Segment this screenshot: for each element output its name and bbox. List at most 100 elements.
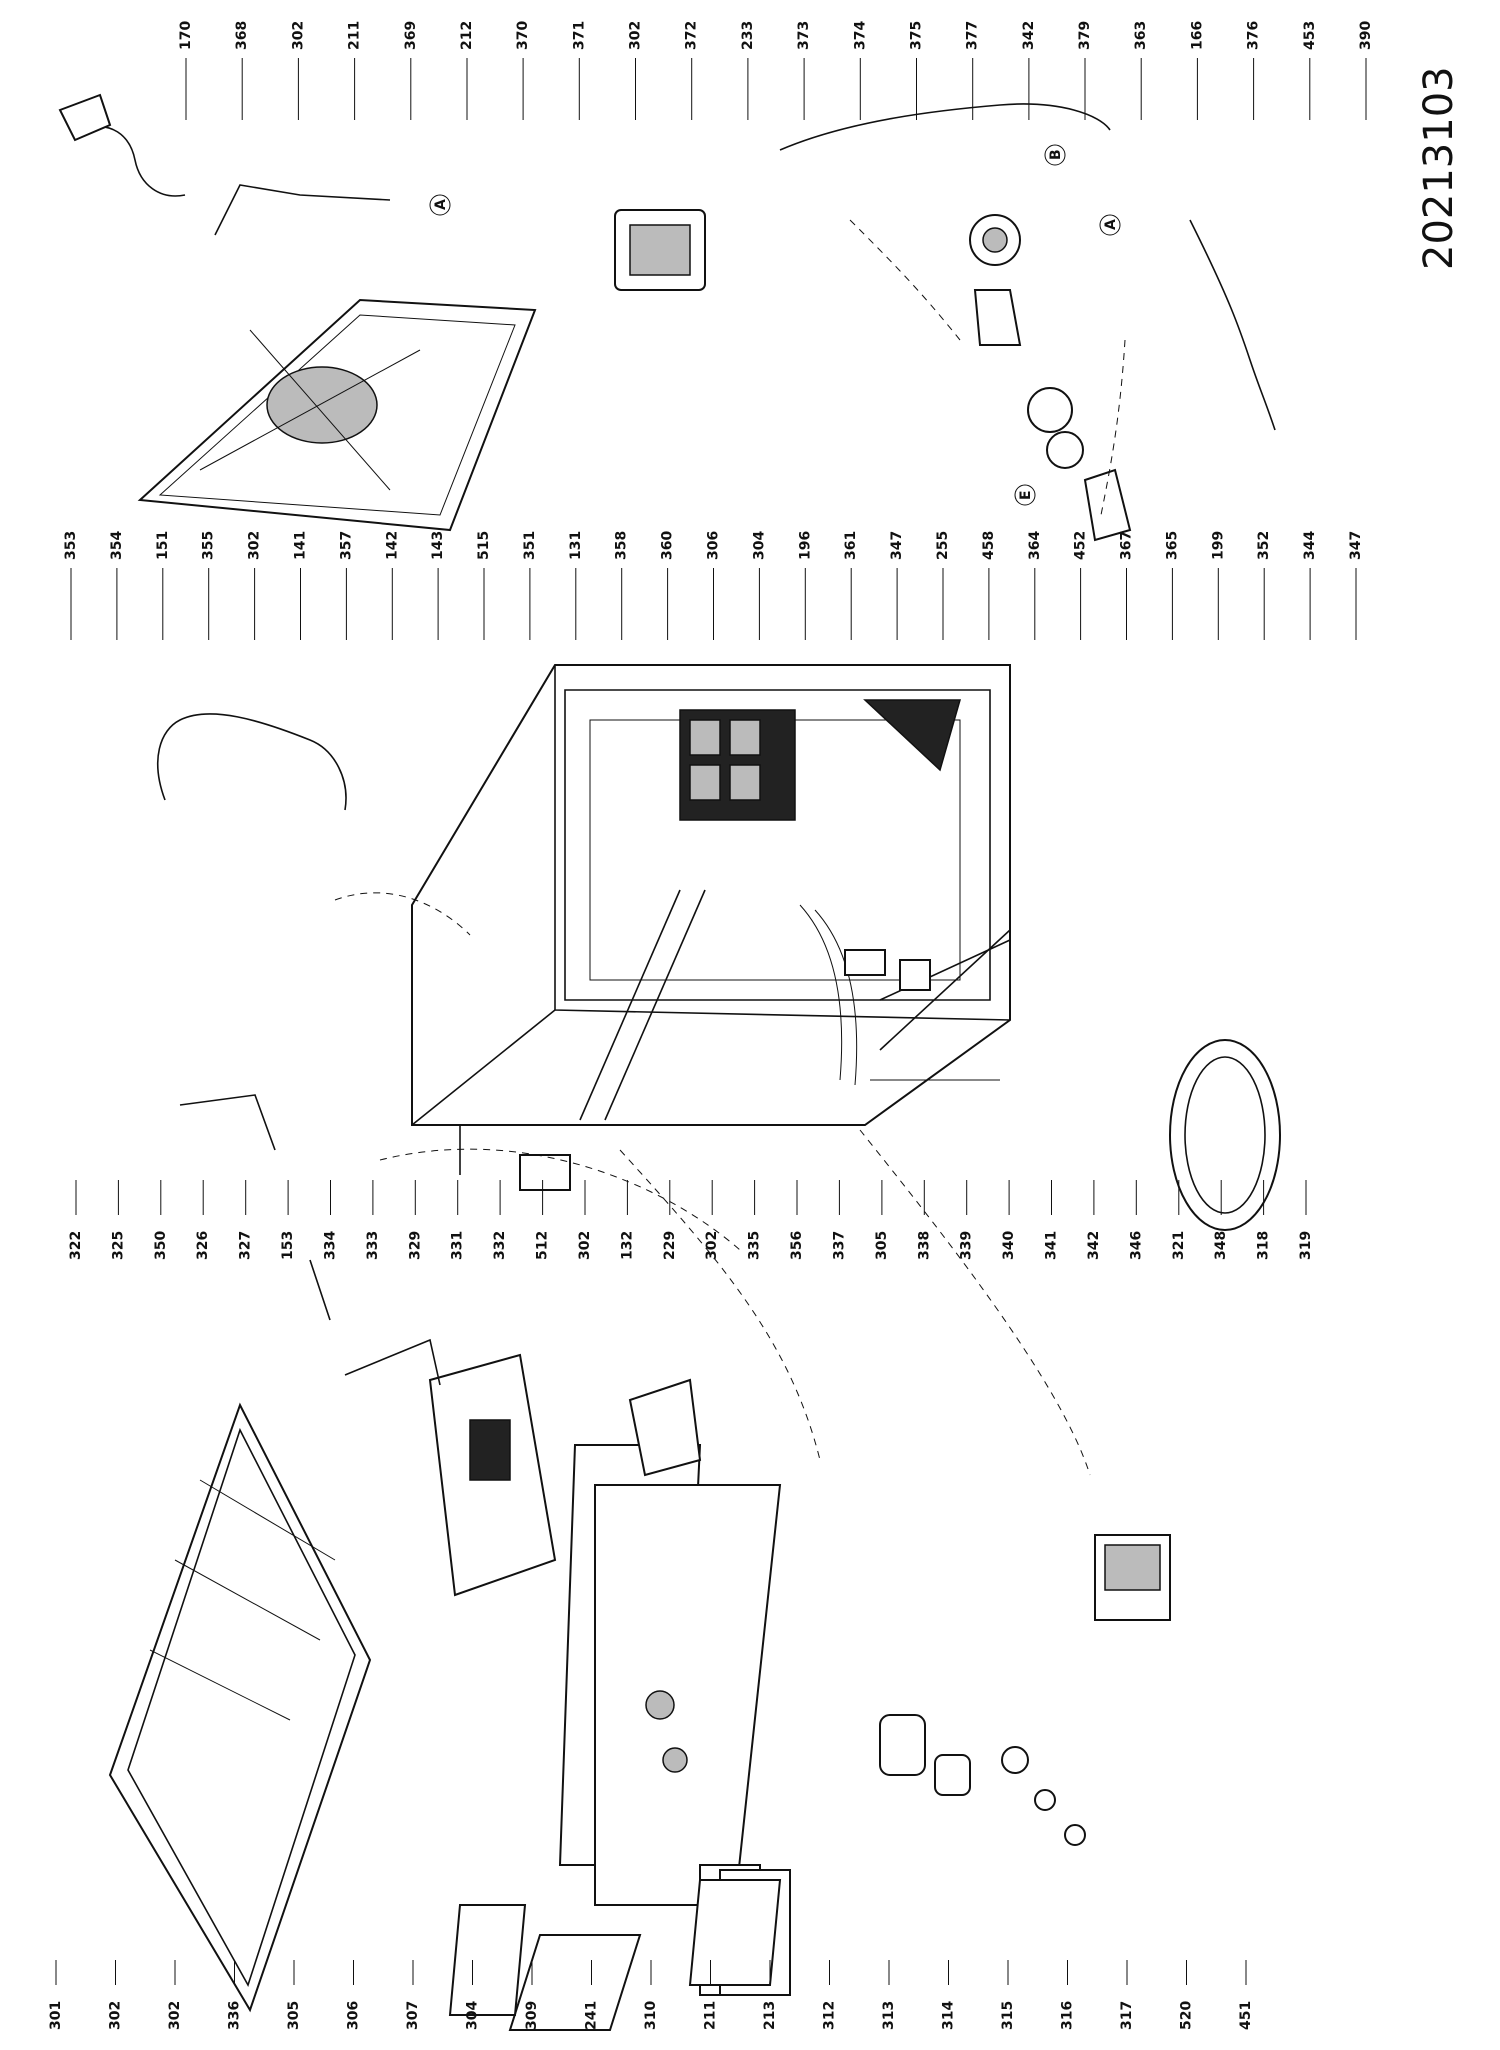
callout-upper-row-5: 141	[293, 531, 309, 560]
callout-bottom-row-9: 241	[584, 2001, 600, 2030]
callout-mid-row-4: 327	[238, 1231, 254, 1260]
callout-upper-row-11: 131	[568, 531, 584, 560]
callout-bottom-row-10: 310	[643, 2001, 659, 2030]
callout-upper-row-26: 352	[1256, 531, 1272, 560]
drawing-code: 20213103	[1416, 66, 1462, 270]
callout-top-row-19: 376	[1246, 21, 1262, 50]
cabinet-frame	[411, 664, 1011, 1126]
callout-bottom-row-19: 520	[1179, 2001, 1195, 2030]
callout-top-row-5: 212	[459, 21, 475, 50]
callout-mid-row-16: 335	[747, 1231, 763, 1260]
callout-top-row-8: 302	[628, 21, 644, 50]
callout-top-row-13: 375	[909, 21, 925, 50]
hose-bracket	[58, 93, 186, 197]
callout-mid-row-15: 302	[704, 1231, 720, 1260]
callout-mid-row-22: 340	[1001, 1231, 1017, 1260]
callout-bottom-row-3: 336	[227, 2001, 243, 2030]
callout-upper-row-19: 255	[935, 531, 951, 560]
callout-upper-row-24: 365	[1164, 531, 1180, 560]
callout-mid-row-18: 337	[831, 1231, 847, 1260]
callout-mid-row-9: 331	[450, 1231, 466, 1260]
callout-upper-row-21: 364	[1027, 531, 1043, 560]
callout-upper-row-22: 452	[1073, 531, 1089, 560]
callout-mid-row-14: 229	[662, 1231, 678, 1260]
callout-mid-row-5: 153	[280, 1231, 296, 1260]
callout-mid-row-8: 329	[407, 1231, 423, 1260]
spring-assembly	[309, 1125, 571, 1321]
callout-mid-row-27: 348	[1213, 1231, 1229, 1260]
callout-top-row-14: 377	[965, 21, 981, 50]
drain-hose	[1189, 219, 1276, 431]
heater-cable	[779, 103, 1111, 151]
callout-upper-row-1: 354	[109, 531, 125, 560]
callout-upper-row-23: 367	[1119, 531, 1135, 560]
callout-bottom-row-1: 302	[108, 2001, 124, 2030]
callout-mid-row-10: 332	[492, 1231, 508, 1260]
callout-upper-row-10: 351	[522, 531, 538, 560]
callout-mid-row-24: 342	[1086, 1231, 1102, 1260]
callout-mid-row-12: 302	[577, 1231, 593, 1260]
base-pan	[137, 298, 537, 532]
callout-upper-row-18: 347	[889, 531, 905, 560]
callout-mid-row-2: 350	[153, 1231, 169, 1260]
reference-mark-circle-3	[1014, 484, 1036, 506]
callout-mid-row-0: 322	[68, 1231, 84, 1260]
callout-top-row-2: 302	[290, 21, 306, 50]
reference-mark-0: A	[433, 199, 449, 210]
callout-top-row-10: 233	[740, 21, 756, 50]
reference-mark-circle-2	[1044, 144, 1066, 166]
callout-mid-row-29: 319	[1298, 1231, 1314, 1260]
relay-block	[614, 209, 706, 291]
door-hinge	[1094, 1534, 1171, 1621]
reference-mark-2: B	[1048, 149, 1064, 160]
callout-top-row-16: 379	[1077, 21, 1093, 50]
callout-bottom-row-4: 305	[286, 2001, 302, 2030]
callout-mid-row-20: 338	[916, 1231, 932, 1260]
callout-upper-row-7: 142	[384, 531, 400, 560]
callout-bottom-row-6: 307	[405, 2001, 421, 2030]
callout-upper-row-6: 357	[338, 531, 354, 560]
pump-assembly	[969, 214, 1132, 542]
callout-top-row-7: 371	[571, 21, 587, 50]
callout-upper-row-14: 306	[706, 531, 722, 560]
callout-top-row-17: 363	[1133, 21, 1149, 50]
callout-mid-row-25: 346	[1128, 1231, 1144, 1260]
callout-upper-row-25: 199	[1210, 531, 1226, 560]
callout-mid-row-11: 512	[535, 1231, 551, 1260]
callout-bottom-row-15: 314	[941, 2001, 957, 2030]
handle-bar	[179, 1094, 441, 1386]
callout-upper-row-20: 458	[981, 531, 997, 560]
callout-bottom-row-0: 301	[48, 2001, 64, 2030]
callout-upper-row-8: 143	[430, 531, 446, 560]
callout-mid-row-17: 356	[789, 1231, 805, 1260]
valve-body	[879, 1714, 1086, 1846]
callout-upper-row-15: 304	[751, 531, 767, 560]
callout-bottom-row-11: 211	[703, 2001, 719, 2030]
callout-bottom-row-17: 316	[1060, 2001, 1076, 2030]
callout-bottom-row-2: 302	[167, 2001, 183, 2030]
callout-upper-row-9: 515	[476, 531, 492, 560]
top-lid	[108, 1402, 372, 2013]
corrugated-hose	[214, 184, 391, 236]
callout-bottom-row-5: 306	[346, 2001, 362, 2030]
callout-bottom-row-20: 451	[1238, 2001, 1254, 2030]
callout-top-row-18: 166	[1189, 21, 1205, 50]
callout-mid-row-3: 326	[195, 1231, 211, 1260]
callout-bottom-row-12: 213	[762, 2001, 778, 2030]
callout-mid-row-26: 321	[1171, 1231, 1187, 1260]
callout-upper-row-0: 353	[63, 531, 79, 560]
callout-upper-row-2: 151	[155, 531, 171, 560]
callout-bottom-row-7: 304	[465, 2001, 481, 2030]
callout-upper-row-12: 358	[614, 531, 630, 560]
callout-upper-row-16: 196	[797, 531, 813, 560]
callout-mid-row-1: 325	[110, 1231, 126, 1260]
callout-upper-row-27: 344	[1302, 531, 1318, 560]
callout-top-row-9: 372	[684, 21, 700, 50]
callout-mid-row-7: 333	[365, 1231, 381, 1260]
callout-top-row-4: 369	[403, 21, 419, 50]
callout-upper-row-4: 302	[247, 531, 263, 560]
callout-upper-row-28: 347	[1348, 531, 1364, 560]
callout-top-row-3: 211	[347, 21, 363, 50]
callout-mid-row-21: 339	[959, 1231, 975, 1260]
callout-mid-row-28: 318	[1256, 1231, 1272, 1260]
